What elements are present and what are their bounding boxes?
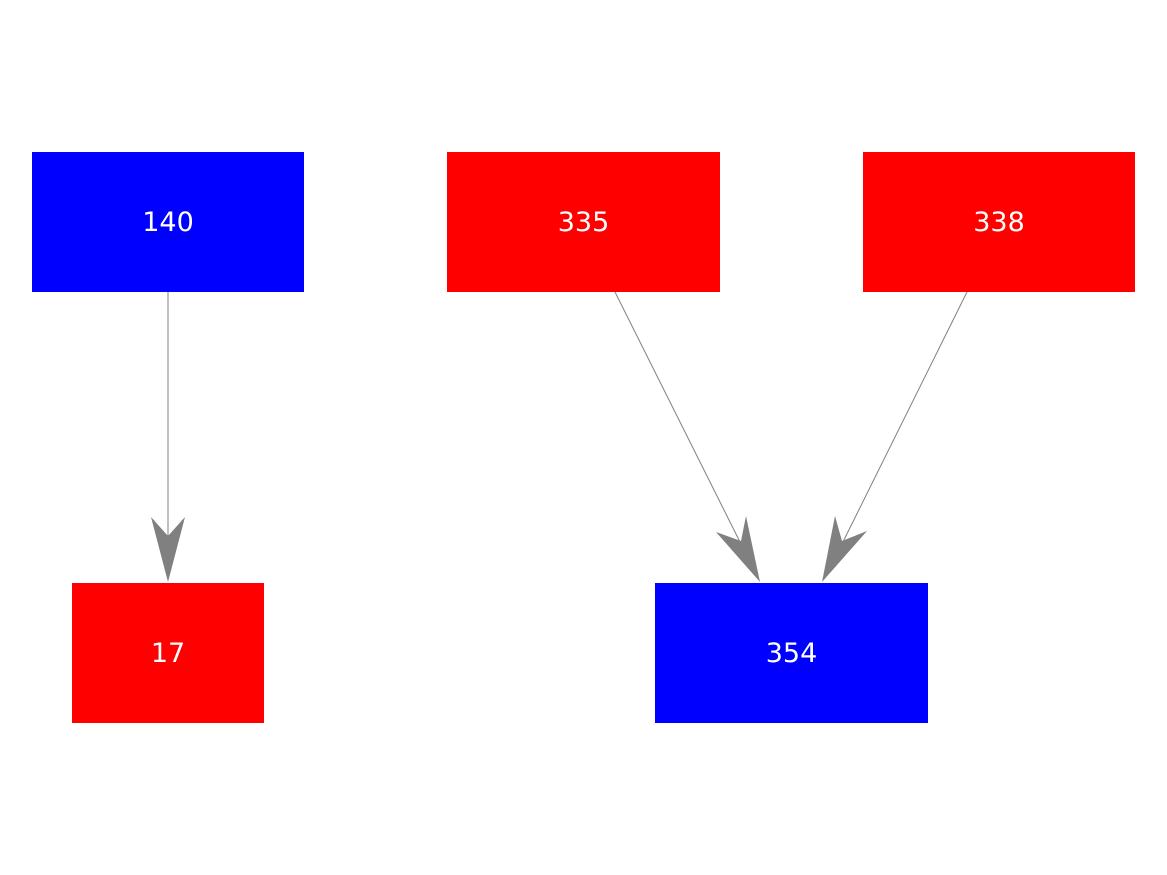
node-335[interactable]: 335 bbox=[447, 152, 720, 292]
node-label: 335 bbox=[557, 206, 610, 238]
edge-n335-n354 bbox=[614, 291, 760, 582]
edge-n338-n354 bbox=[822, 291, 968, 582]
arrowhead-icon bbox=[822, 516, 867, 582]
node-label: 17 bbox=[150, 637, 186, 669]
node-140[interactable]: 140 bbox=[32, 152, 304, 292]
node-338[interactable]: 338 bbox=[863, 152, 1135, 292]
node-label: 338 bbox=[973, 206, 1025, 238]
edge-line bbox=[830, 291, 968, 567]
edge-n140-n17 bbox=[151, 292, 185, 582]
arrowhead-icon bbox=[716, 516, 760, 582]
node-17[interactable]: 17 bbox=[72, 583, 264, 723]
edge-line bbox=[614, 291, 753, 567]
node-label: 140 bbox=[142, 206, 194, 238]
arrowhead-icon bbox=[151, 517, 185, 582]
node-label: 354 bbox=[765, 637, 818, 669]
node-354[interactable]: 354 bbox=[655, 583, 928, 723]
